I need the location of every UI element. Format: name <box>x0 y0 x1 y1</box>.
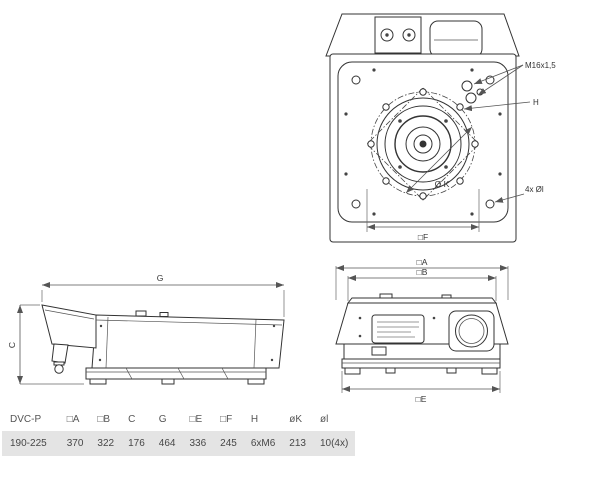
front-view-drawing: □A □B □E <box>335 257 509 404</box>
header-e: □E <box>189 414 203 425</box>
dim-a-label: □A <box>417 257 428 267</box>
dim-f: □F <box>366 189 480 242</box>
cell-i: 10(4x) <box>319 438 349 449</box>
header-g: G <box>158 414 167 425</box>
leader-h: H <box>463 98 539 112</box>
dim-c-label: C <box>7 342 17 348</box>
cell-e: 336 <box>189 438 207 449</box>
dim-g: G <box>41 273 285 317</box>
dimension-table: DVC-P □A □B C G □E □F H øK øl 190-225 37… <box>2 408 356 456</box>
header-c: C <box>128 414 136 425</box>
leader-corner-holes: 4x Øl <box>494 185 544 203</box>
cell-b: 322 <box>97 438 115 449</box>
header-model: DVC-P <box>10 414 42 425</box>
header-a: □A <box>66 414 80 425</box>
housing-outline <box>325 13 520 58</box>
dimension-table-header-row: DVC-P □A □B C G □E □F H øK øl <box>2 408 355 431</box>
thread-label: M16x1,5 <box>525 61 556 70</box>
dim-e-label: □E <box>416 394 427 404</box>
dim-c: C <box>7 304 84 385</box>
mounting-holes <box>367 88 479 200</box>
side-body <box>41 304 285 385</box>
side-details <box>44 309 283 380</box>
dim-a: □A <box>335 257 509 300</box>
leader-thread: M16x1,5 <box>473 61 556 96</box>
header-i: øl <box>319 414 329 425</box>
bolt-circle-label: Ø K <box>435 179 450 189</box>
cell-h: 6xM6 <box>250 438 276 449</box>
bolt-circle-dimension: Ø K <box>405 126 473 194</box>
cell-k: 213 <box>289 438 306 449</box>
corner-holes-label: 4x Øl <box>525 185 544 194</box>
dim-b-label: □B <box>417 267 428 277</box>
header-b: □B <box>97 414 111 425</box>
cell-f: 245 <box>220 438 237 449</box>
dim-e: □E <box>341 371 501 404</box>
cell-model: 190-225 <box>10 438 47 449</box>
corner-holes <box>351 75 495 209</box>
top-view-drawing: Ø K □F M16x1,5 H 4x Øl <box>325 13 556 243</box>
screw-dots <box>344 68 502 216</box>
dimension-table-data-row: 190-225 370 322 176 464 336 245 6xM6 213… <box>2 431 356 456</box>
h-label: H <box>533 98 539 107</box>
cell-c: 176 <box>128 438 145 449</box>
dim-b: □B <box>347 267 497 301</box>
dim-f-label: □F <box>418 232 428 242</box>
cable-gland <box>53 361 65 374</box>
dim-g-label: G <box>157 273 164 283</box>
header-h: H <box>250 414 259 425</box>
cell-a: 370 <box>66 438 84 449</box>
name-plate <box>358 314 436 344</box>
cell-g: 464 <box>158 438 176 449</box>
side-view-drawing: G C <box>7 273 285 385</box>
header-f: □F <box>220 414 233 425</box>
inlet-circle <box>448 310 495 352</box>
header-k: øK <box>289 414 303 425</box>
